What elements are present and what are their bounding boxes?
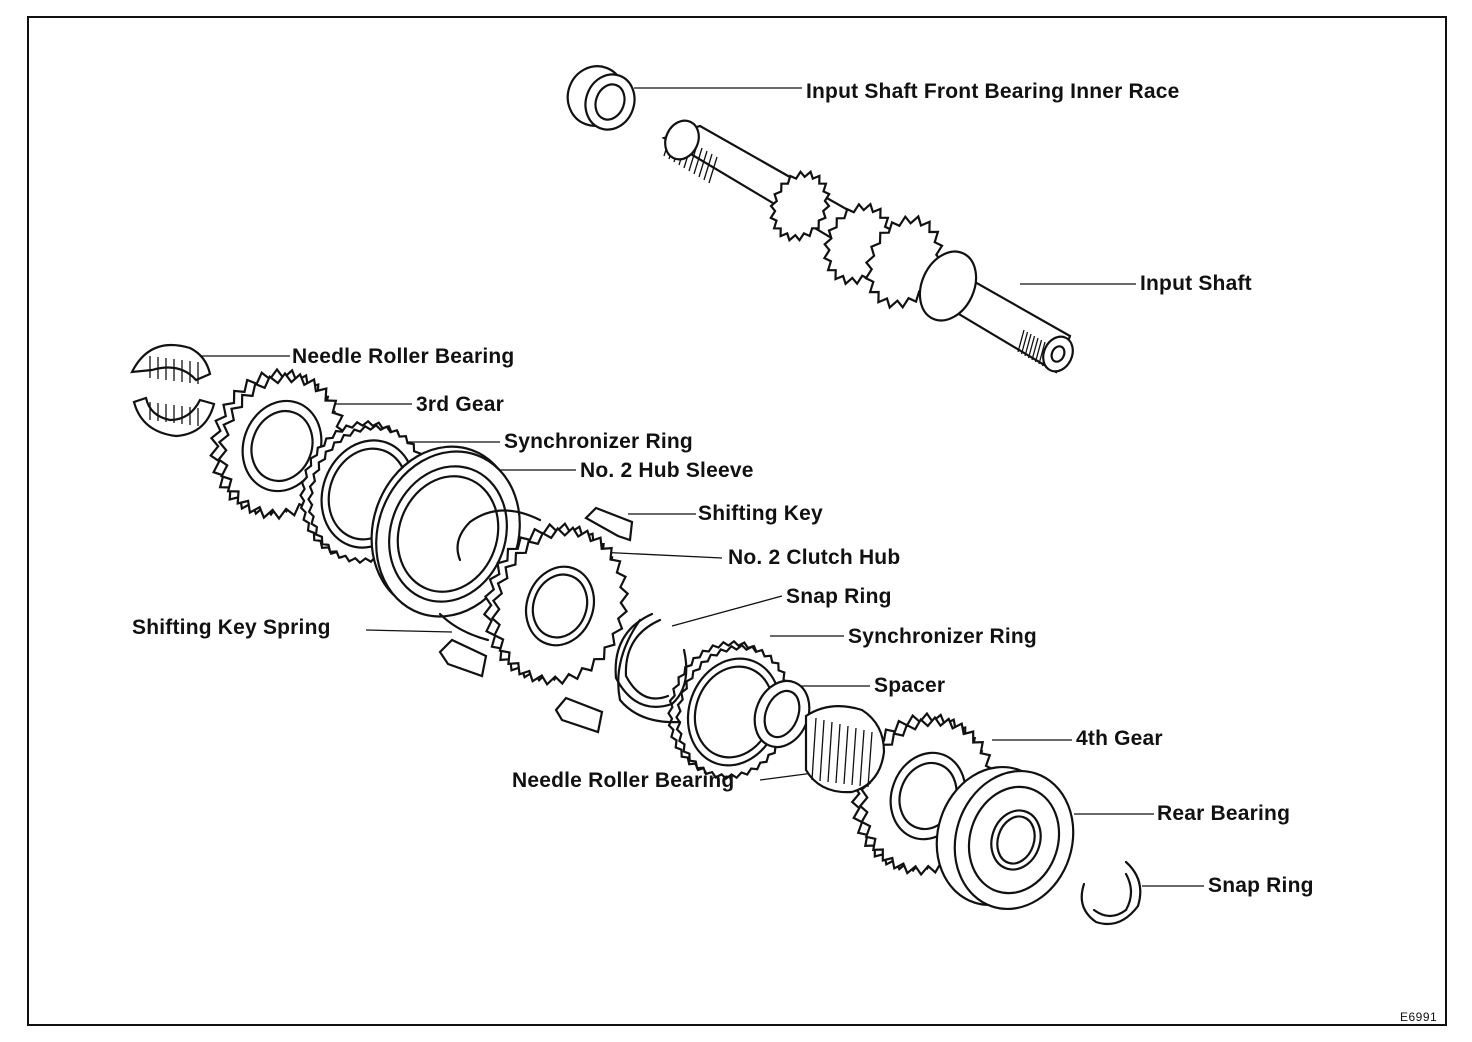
hub-sleeve-part	[370, 445, 521, 618]
label-front-race: Input Shaft Front Bearing Inner Race	[806, 80, 1180, 103]
label-snap-ring-1: Snap Ring	[786, 585, 892, 608]
needle-bearing-1-part	[130, 343, 216, 438]
shifting-key-spring-part	[438, 509, 682, 724]
label-spacer: Spacer	[874, 674, 946, 697]
figure-code: E6991	[1400, 1010, 1438, 1024]
label-clutch-hub: No. 2 Clutch Hub	[728, 546, 901, 569]
label-needle-bearing-2: Needle Roller Bearing	[512, 769, 735, 792]
label-snap-ring-2: Snap Ring	[1208, 874, 1314, 897]
label-input-shaft: Input Shaft	[1140, 272, 1252, 295]
third-gear-part	[209, 367, 347, 521]
label-key-spring: Shifting Key Spring	[132, 616, 331, 639]
clutch-hub-part	[482, 521, 630, 687]
label-hub-sleeve: No. 2 Hub Sleeve	[580, 459, 754, 482]
shaft-gear-1	[769, 169, 831, 243]
label-rear-bearing: Rear Bearing	[1157, 802, 1291, 825]
rear-bearing-part	[935, 765, 1075, 911]
snap-ring-2-part	[1080, 860, 1142, 926]
leader-lines	[198, 87, 1204, 887]
spacer-part	[753, 679, 811, 749]
shaft-bearing-journal	[918, 250, 978, 322]
label-sync-ring-1: Synchronizer Ring	[504, 430, 693, 453]
sync-ring-2-part	[667, 639, 793, 781]
snap-ring-1-part	[614, 612, 688, 708]
label-needle-bearing-1: Needle Roller Bearing	[292, 345, 515, 368]
label-3rd-gear: 3rd Gear	[416, 393, 504, 416]
front-race-part	[566, 65, 636, 131]
shifting-key-parts	[438, 506, 634, 734]
label-4th-gear: 4th Gear	[1076, 727, 1163, 750]
label-shifting-key: Shifting Key	[698, 502, 823, 525]
needle-bearing-2-part	[804, 705, 886, 794]
input-shaft-part	[661, 119, 1074, 374]
diagram-frame	[27, 16, 1447, 1026]
label-sync-ring-2: Synchronizer Ring	[848, 625, 1037, 648]
